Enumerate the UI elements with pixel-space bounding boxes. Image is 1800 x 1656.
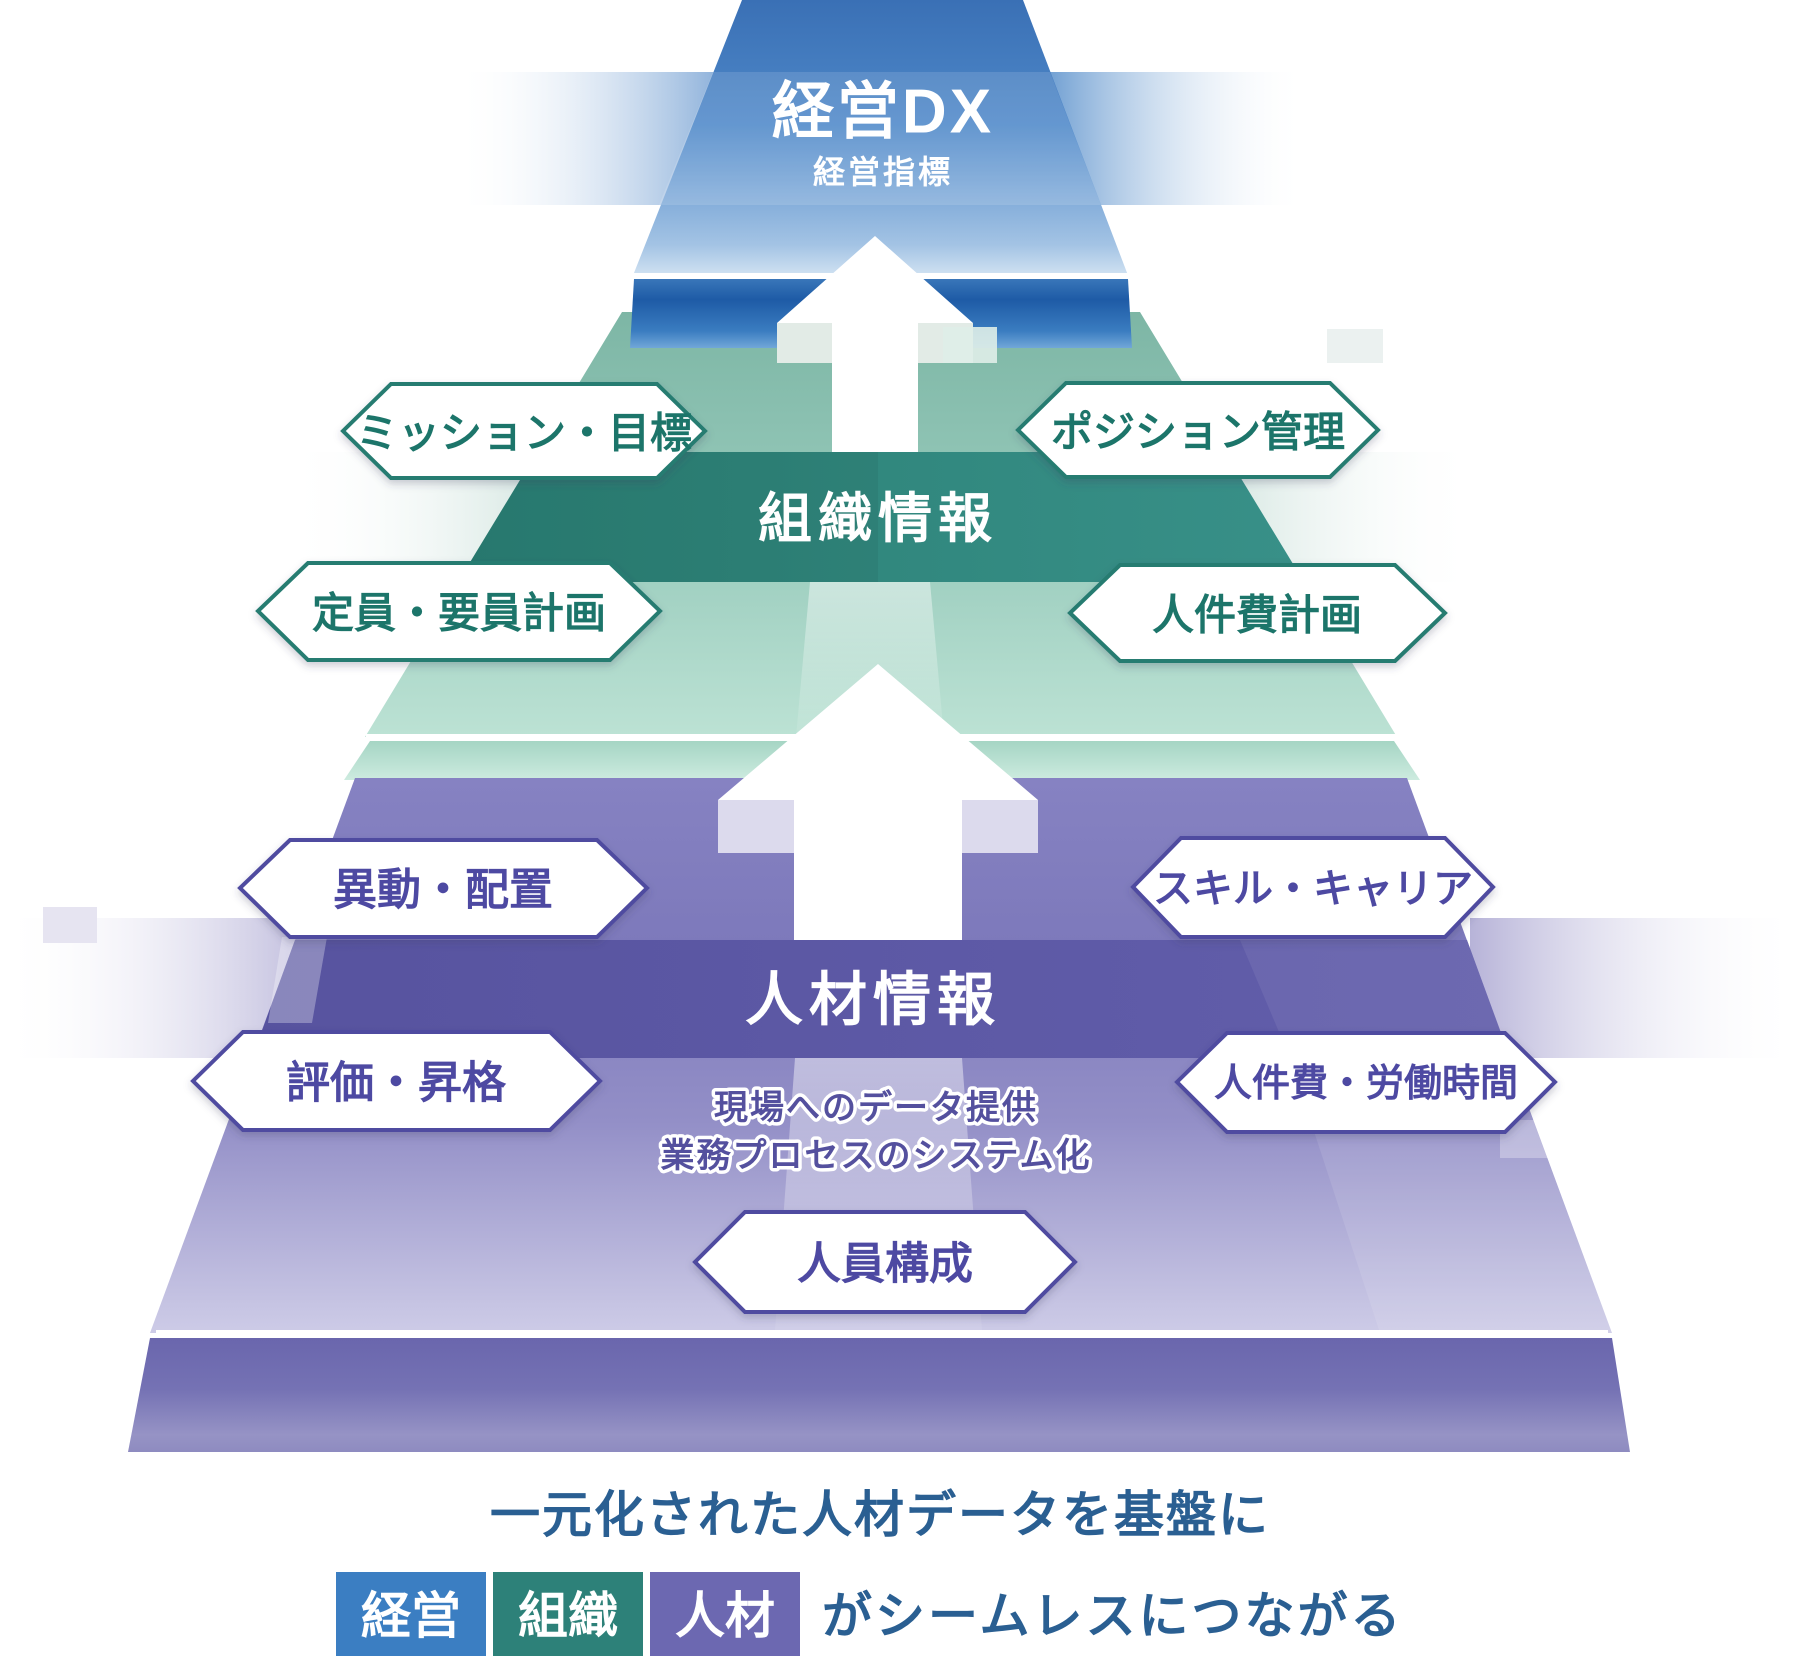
deco-block [943,327,997,363]
management-subtitle: 経営指標 [813,154,953,190]
hr-title: 人材情報 [745,968,1001,1033]
badge-mission-label: ミッション・目標 [356,410,692,457]
badge-staffing: 定員・要員計画 [255,561,663,662]
badge-labor-cost-hours: 人件費・労働時間 [1174,1031,1558,1134]
hr-note-line2: 業務プロセスのシステム化 [661,1137,1092,1175]
caption-box-organization-label: 組織 [518,1588,618,1644]
hr-edge-highlight [156,1330,1608,1338]
hr-note-line1: 現場へのデータ提供 [714,1088,1038,1127]
badge-transfer: 異動・配置 [237,838,650,939]
caption-box-management [336,1572,486,1656]
hr-title-band [252,940,1510,1058]
organization-band-facet [458,452,878,582]
deco-block [43,907,97,943]
badge-skill-career: スキル・キャリア [1130,836,1496,939]
badge-labor-cost-plan: 人件費計画 [1067,563,1448,663]
badge-evaluation-label: 評価・昇格 [286,1059,507,1108]
caption-box-management-label: 経営 [361,1588,461,1644]
badge-position: ポジション管理 [1015,381,1381,479]
badge-position-label: ポジション管理 [1051,409,1345,456]
badge-skill-career-label: スキル・キャリア [1153,867,1473,911]
badge-evaluation: 評価・昇格 [190,1030,603,1132]
management-title: 経営DX [772,78,994,147]
organization-title-band [458,452,1304,582]
caption-line2-suffix: がシームレスにつながる [822,1588,1404,1644]
badge-labor-cost-hours-label: 人件費・労働時間 [1214,1063,1518,1105]
caption-box-hr [650,1572,800,1656]
badge-headcount: 人員構成 [692,1210,1078,1314]
hr-band-facet [1240,940,1510,1058]
up-arrow-icon [718,664,1038,940]
management-ray-overlay [659,72,1101,205]
badge-transfer-label: 異動・配置 [333,866,553,915]
hr-front-face [128,1338,1630,1452]
up-arrow-flange-left [777,323,832,363]
badge-staffing-label: 定員・要員計画 [312,590,606,637]
badge-labor-cost-plan-label: 人件費計画 [1152,592,1362,639]
deco-block [1327,329,1383,363]
up-arrow-icon [777,236,973,452]
badge-mission: ミッション・目標 [340,382,708,480]
caption-box-organization [493,1572,643,1656]
caption-line1: 一元化された人材データを基盤に [490,1487,1270,1543]
badge-headcount-label: 人員構成 [797,1240,973,1289]
deco-block [268,937,327,1023]
management-top-face [632,0,1129,278]
organization-title: 組織情報 [758,489,998,549]
up-arrow-flange-left [718,800,794,853]
caption-box-hr-label: 人材 [675,1588,775,1644]
ray-purple-right [1470,918,1800,1058]
up-arrow-flange-right [962,800,1038,853]
